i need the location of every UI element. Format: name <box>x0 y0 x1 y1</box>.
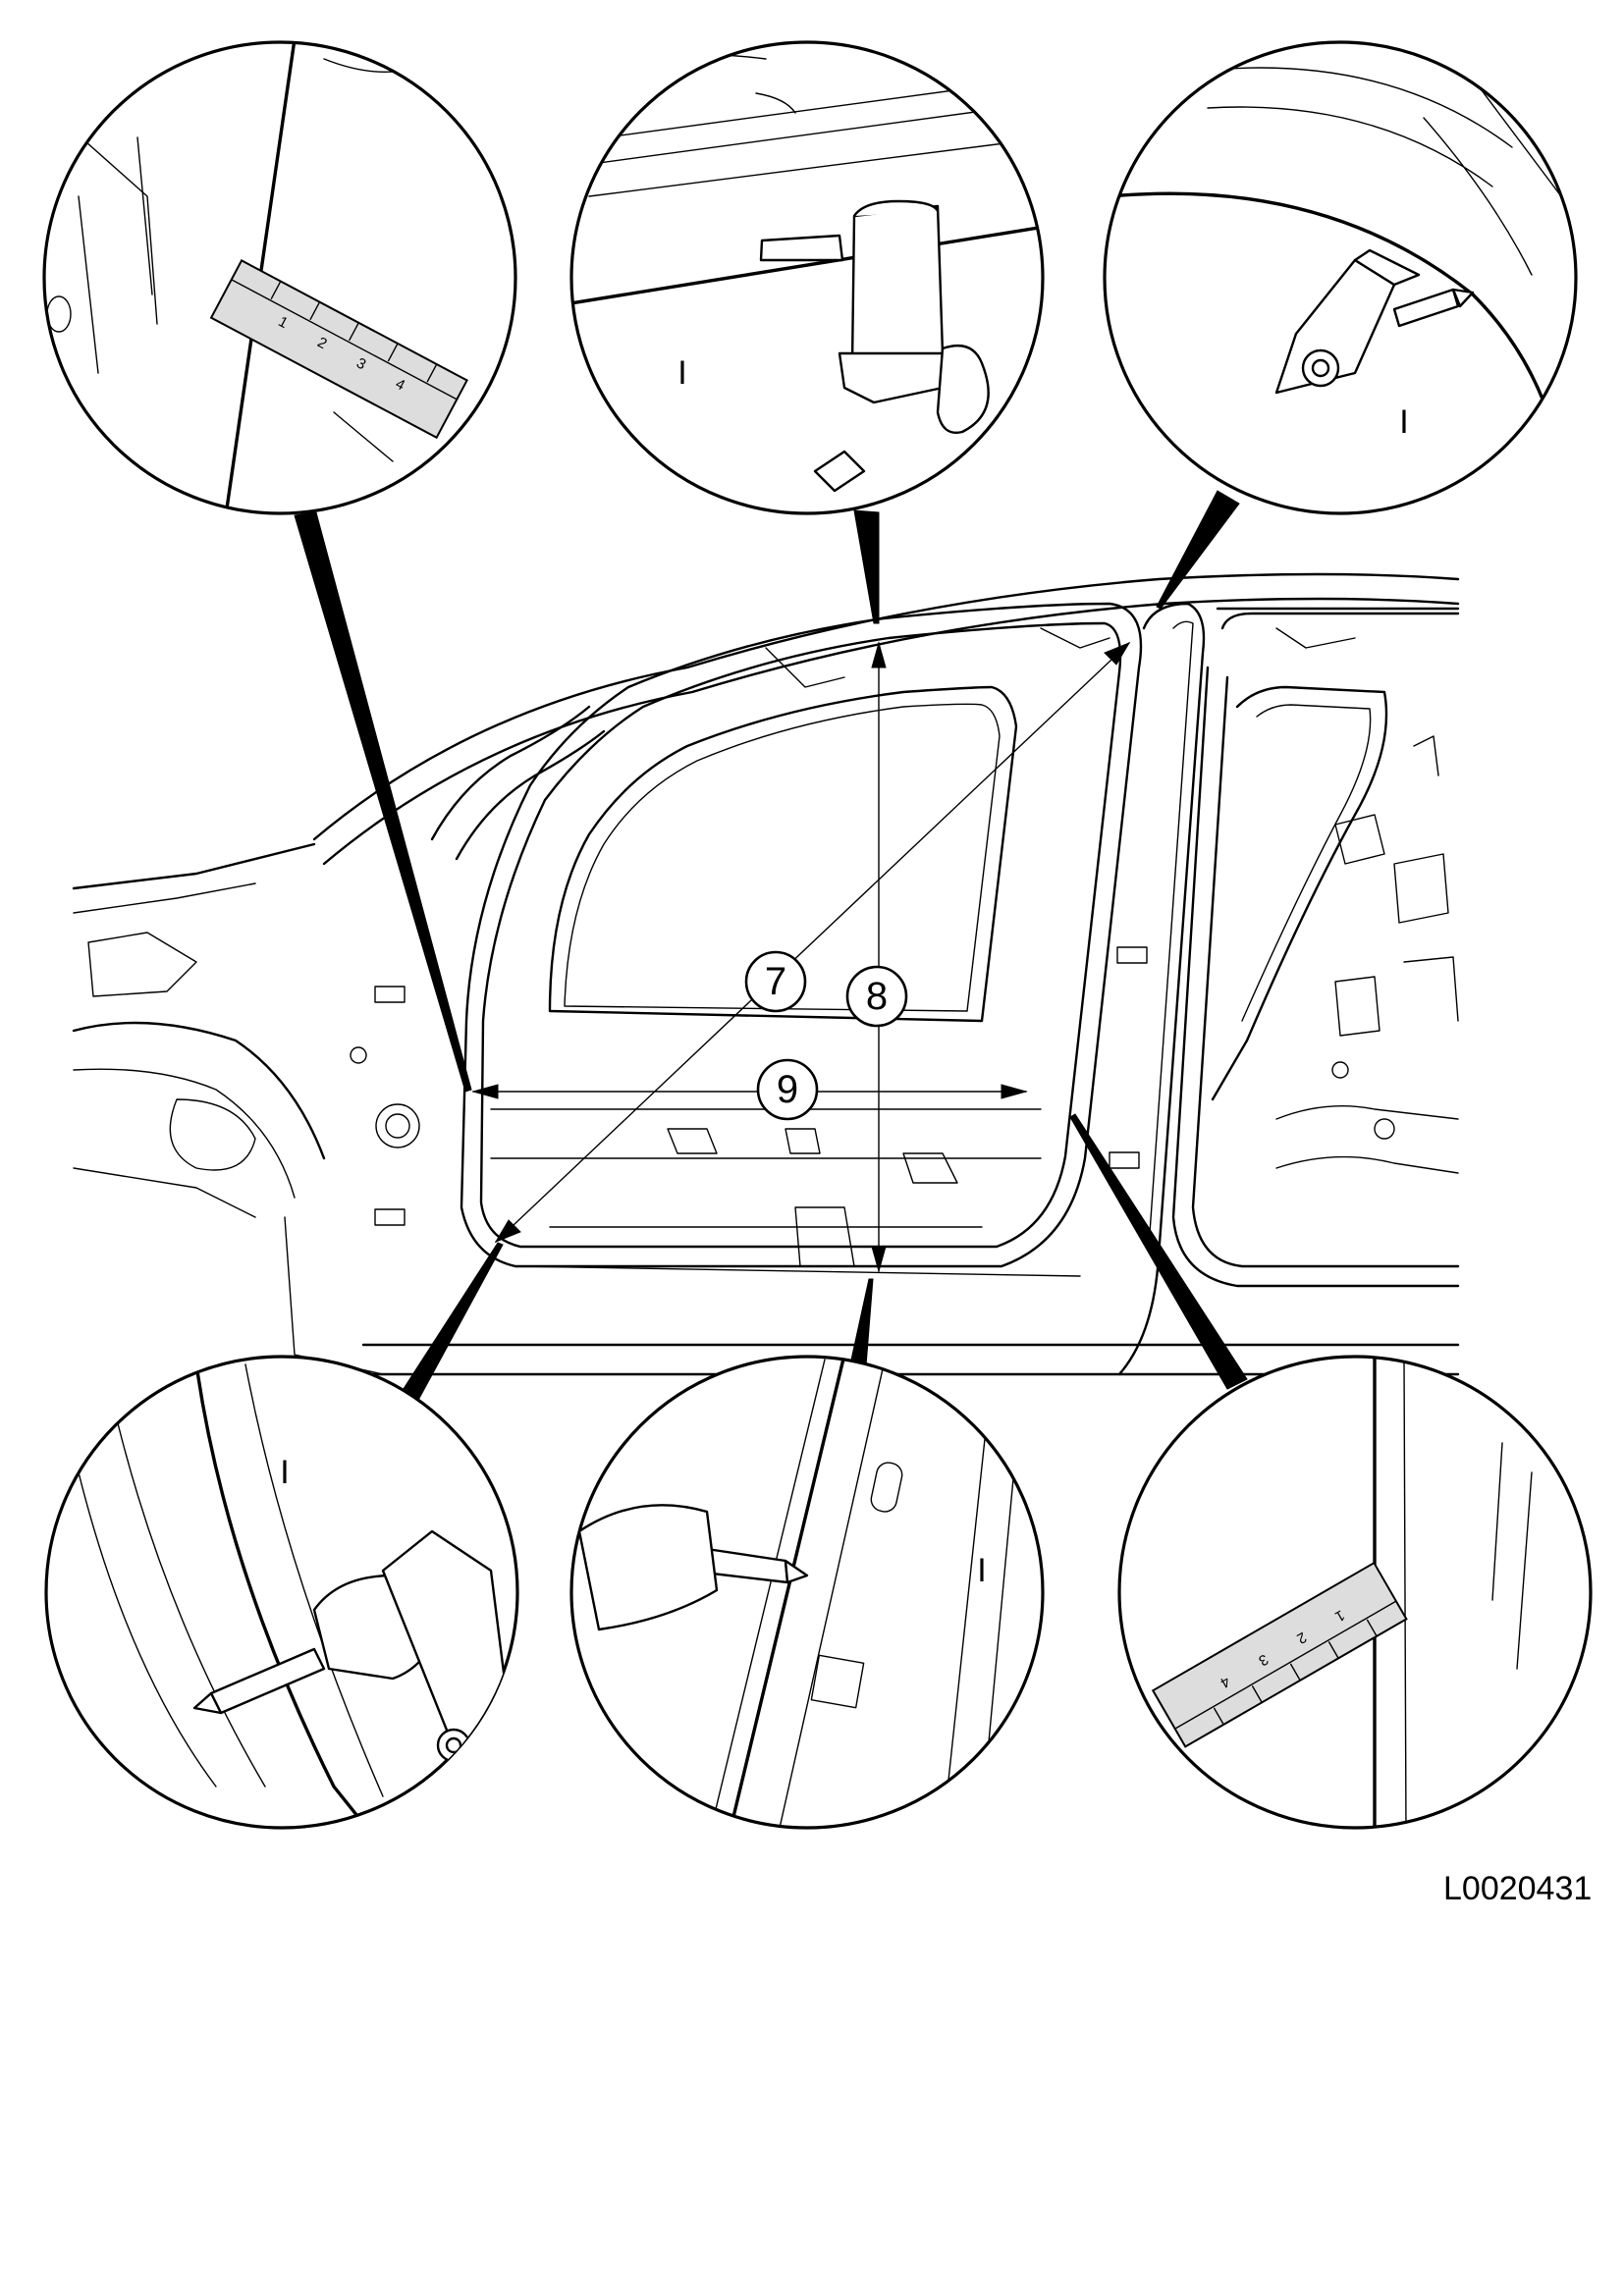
callout-7-label: 7 <box>765 960 786 1003</box>
callout-9-label: 9 <box>777 1068 798 1111</box>
callout-8: 8 <box>845 965 908 1028</box>
dimension-9-arrow-end <box>1001 1084 1028 1099</box>
dimension-9-arrow-start <box>471 1084 499 1099</box>
ruler-top-left: 1 2 3 4 <box>209 259 468 440</box>
leader-top-left <box>294 511 472 1093</box>
detail-leaders <box>294 490 1248 1439</box>
callout-8-label: 8 <box>866 975 888 1018</box>
dimension-7-line <box>495 642 1130 1243</box>
gauge-body <box>850 204 945 365</box>
dimension-7-arrow-start <box>494 1219 521 1244</box>
detail-top-center: I <box>569 40 1045 515</box>
ruler-bottom-right: 1 2 3 4 <box>1151 1561 1408 1748</box>
car-body-side-frame <box>72 572 1460 1376</box>
gauge-pin-tip <box>759 234 844 262</box>
dimension-7-arrow-end <box>1104 641 1131 666</box>
detail-bottom-right: 1 2 3 4 <box>1117 1355 1593 1830</box>
leader-top-right <box>1156 490 1240 610</box>
gauge-knob <box>936 344 990 434</box>
detail-top-center-mark: I <box>677 354 686 392</box>
leader-bottom-right <box>1069 1113 1248 1390</box>
detail-top-right-mark: I <box>1399 403 1408 441</box>
detail-bottom-left: I <box>44 1355 519 1830</box>
figure-reference-code: L0020431 <box>1443 1870 1592 1907</box>
detail-top-left: 1 2 3 4 <box>42 40 517 515</box>
detail-bottom-center: I <box>569 1355 1045 1830</box>
detail-top-right: I <box>1103 40 1578 515</box>
probe-pin <box>1392 288 1460 328</box>
measurement-lines <box>471 641 1131 1273</box>
detail-bottom-left-mark: I <box>280 1454 289 1491</box>
probe-body-bottom-center <box>577 1504 719 1631</box>
callout-7: 7 <box>744 950 807 1013</box>
dimension-8-arrow-start <box>871 641 887 668</box>
detail-bottom-center-mark: I <box>977 1552 986 1589</box>
dimension-8-arrow-end <box>871 1246 887 1273</box>
callout-9: 9 <box>756 1058 819 1121</box>
leader-top-center <box>853 509 880 624</box>
